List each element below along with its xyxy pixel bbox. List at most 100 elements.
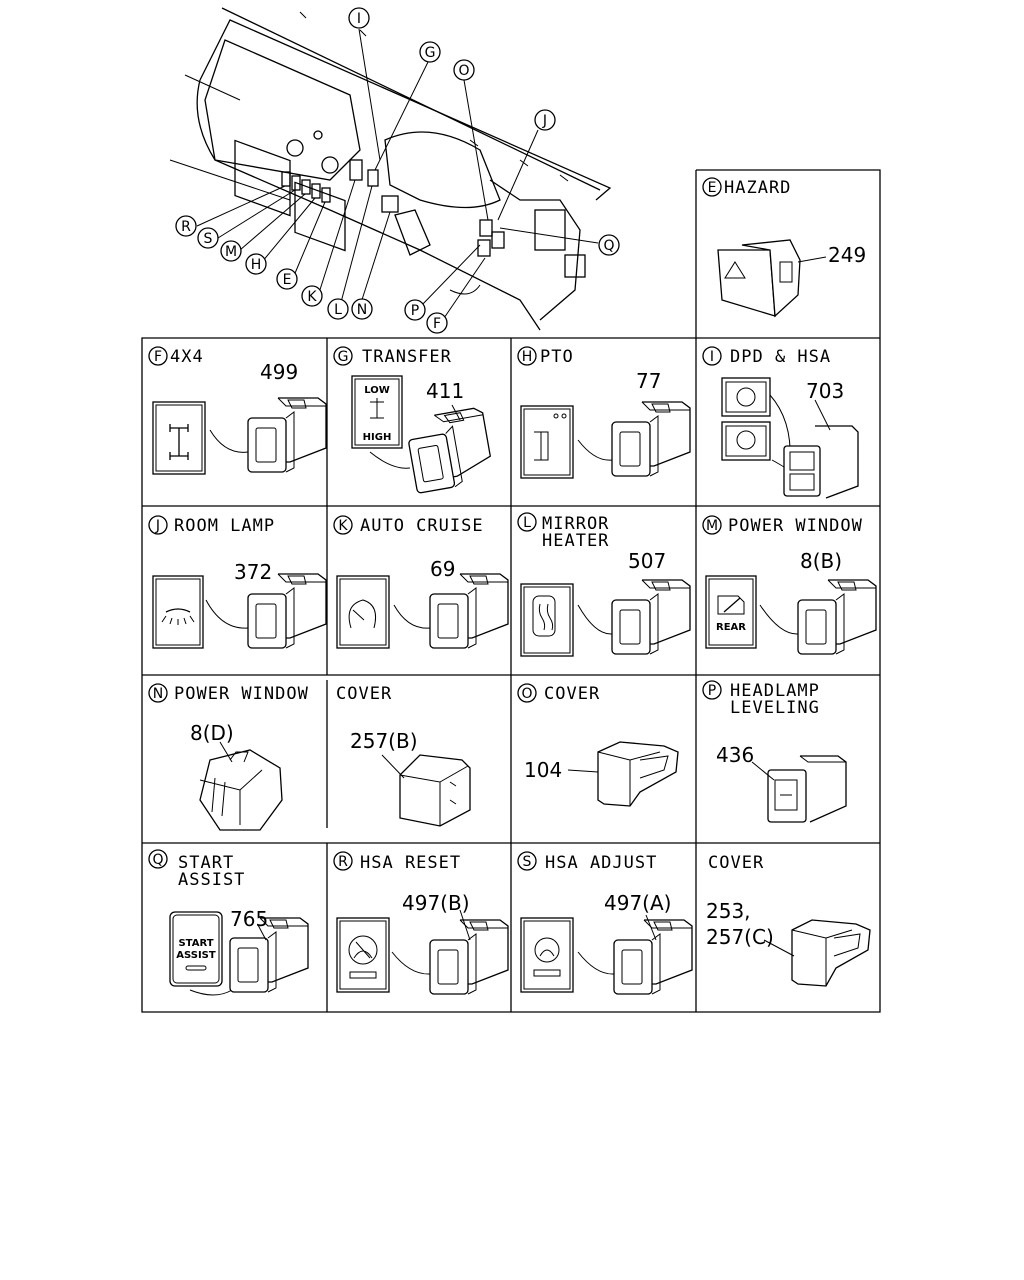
svg-text:LOW: LOW [364,385,390,396]
cell-title-line2: ASSIST [178,870,245,890]
part-number: 8(B) [800,549,842,573]
callout-O[interactable]: O [453,59,475,81]
callout-Q[interactable]: Q [598,234,620,256]
cell-I-dpd-hsa: I DPD & HSA 703 [702,346,859,499]
part-number: 436 [716,743,754,767]
svg-text:HIGH: HIGH [363,432,392,443]
part-number: 507 [628,549,666,573]
part-number: 257(B) [350,729,418,753]
callout-R[interactable]: R [175,215,197,237]
callout-E[interactable]: E [276,268,298,290]
svg-text:START: START [178,938,213,949]
svg-text:K: K [307,289,317,305]
letter-circle [702,177,722,197]
part-number: 249 [828,243,866,267]
cell-title: DPD & HSA [730,347,831,367]
part-number: 703 [806,379,844,403]
part-number: 69 [430,557,455,581]
part-number: 411 [426,379,464,403]
cell-K-auto-cruise: K AUTO CRUISE 69 [333,515,509,649]
svg-text:M: M [225,244,237,260]
svg-text:E: E [708,180,717,196]
cell-title-line1: START [178,853,234,873]
cell-title: ROOM LAMP [174,516,275,536]
part-number: 497(A) [604,891,671,915]
callout-H[interactable]: H [245,253,267,275]
cell-title-line1: HEADLAMP [730,681,820,701]
svg-text:F: F [154,349,162,365]
callout-K[interactable]: K [301,285,323,307]
cell-cover-253-257c: COVER 253, 257(C) [706,853,871,987]
part-number: 77 [636,369,661,393]
callout-P[interactable]: P [404,299,426,321]
svg-text:P: P [411,303,419,319]
cell-J-room-lamp: J ROOM LAMP 372 [148,515,327,649]
callout-I[interactable]: I [348,7,370,29]
svg-text:I: I [357,11,361,27]
cell-E-hazard: E HAZARD 249 [702,177,866,318]
svg-text:O: O [458,63,469,79]
svg-text:L: L [334,302,342,318]
svg-text:L: L [523,515,531,531]
svg-text:K: K [338,518,348,534]
svg-text:J: J [542,113,547,129]
cell-title: POWER WINDOW [728,516,863,536]
callout-F[interactable]: F [426,312,448,334]
part-number-line1: 253, [706,899,751,923]
svg-text:O: O [521,686,532,702]
cell-S-hsa-adjust: S HSA ADJUST 497(A) [517,851,693,995]
svg-text:N: N [153,686,163,702]
svg-text:ASSIST: ASSIST [176,950,216,961]
svg-text:M: M [706,518,718,534]
cell-title-line2: HEATER [542,531,609,551]
callout-S[interactable]: S [197,227,219,249]
cell-title-line1: MIRROR [542,514,609,534]
svg-text:E: E [283,272,292,288]
cell-title: HAZARD [724,178,791,198]
part-number: 765 [230,907,268,931]
cell-R-hsa-reset: R HSA RESET 497(B) [333,851,509,995]
svg-text:H: H [522,349,533,365]
cell-title: PTO [540,347,574,367]
svg-text:N: N [357,302,367,318]
part-number-line2: 257(C) [706,925,774,949]
callout-G[interactable]: G [419,41,441,63]
callout-M[interactable]: M [220,240,242,262]
svg-text:R: R [338,854,348,870]
power-window-switch-drawing [199,749,283,831]
cell-title: 4X4 [170,347,204,367]
cell-N-power-window: N POWER WINDOW 8(D) [148,683,309,831]
cell-P-headlamp-leveling: P HEADLAMP LEVELING 436 [702,680,847,823]
svg-text:G: G [425,45,436,61]
callout-L[interactable]: L [327,298,349,320]
cell-F-4x4: F 4X4 499 [148,346,327,475]
hazard-switch-drawing [717,239,801,318]
cell-title: HSA RESET [360,853,461,873]
part-number: 499 [260,360,298,384]
cell-title: POWER WINDOW [174,684,309,704]
svg-text:I: I [710,349,714,365]
svg-text:Q: Q [603,238,614,254]
part-number: 372 [234,560,272,584]
svg-text:S: S [204,231,213,247]
svg-text:G: G [338,349,349,365]
svg-text:F: F [433,316,441,332]
cell-title: COVER [544,684,600,704]
part-number: 497(B) [402,891,470,915]
cell-title: COVER [708,853,764,873]
callout-N[interactable]: N [351,298,373,320]
cell-cover-257b: COVER 257(B) [336,684,471,827]
svg-text:J: J [155,518,160,534]
cell-L-mirror-heater: L MIRROR HEATER 507 [517,512,691,657]
svg-text:REAR: REAR [716,622,746,633]
cell-title: COVER [336,684,392,704]
cell-O-cover: O COVER 104 [517,683,679,807]
svg-text:H: H [251,257,262,273]
callout-J[interactable]: J [534,109,556,131]
leader-lines [196,28,599,322]
cell-title: AUTO CRUISE [360,516,484,536]
cell-H-pto: H PTO 77 [517,346,691,479]
cell-title: HSA ADJUST [545,853,657,873]
cell-G-transfer: G TRANSFER LOW HIGH 411 [333,346,496,494]
